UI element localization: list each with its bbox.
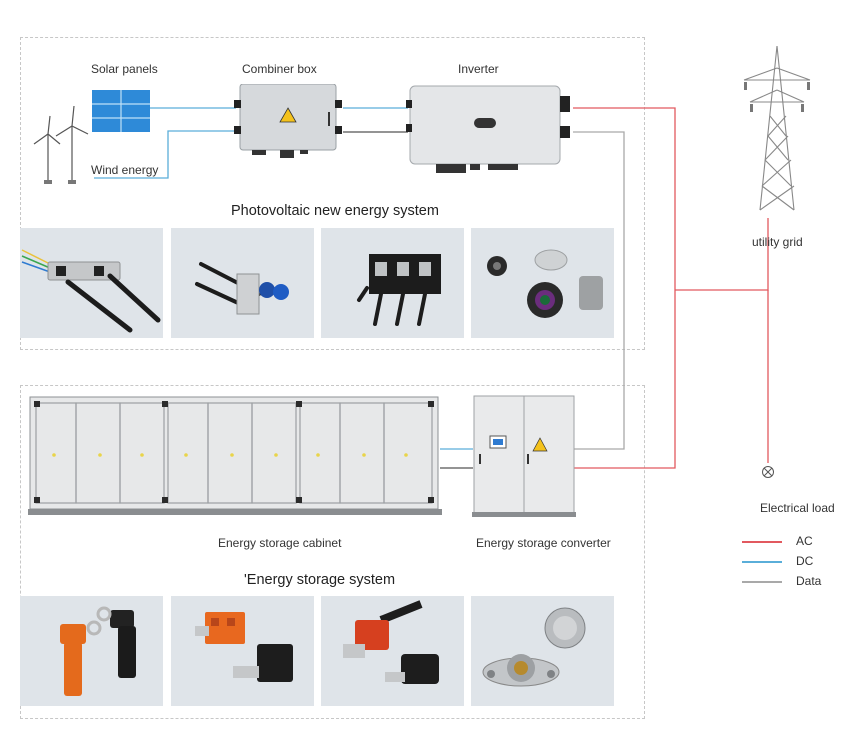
combiner-box-icon [234,84,342,158]
energy-storage-converter-icon [472,395,576,517]
inverter-icon [406,85,570,173]
wind-turbine-icon [33,105,89,184]
legend-swatch [742,581,782,583]
legend-swatch [742,561,782,563]
combiner-box-label: Combiner box [242,62,317,76]
electrical-load-icon [762,466,774,478]
product-image-metal-flange-connectors [471,596,614,706]
energy-storage-converter-label: Energy storage converter [476,536,611,550]
legend-label: AC [796,534,813,548]
inverter-label: Inverter [458,62,499,76]
product-image-pv-branch-connector [20,228,163,338]
product-image-pv-panel-mount-connector [171,228,314,338]
legend-swatch [742,541,782,543]
product-image-orange-panel-connector [171,596,314,706]
energy-storage-cabinet-icon [28,396,442,515]
storage-system-region [20,385,645,719]
product-image-terminal-block [321,228,464,338]
solar-panel-icon [92,90,150,132]
product-image-orange-black-angled-connectors [20,596,163,706]
energy-storage-cabinet-label: Energy storage cabinet [218,536,342,550]
transmission-tower-icon [743,46,811,211]
storage-system-title: 'Energy storage system [244,572,396,588]
electrical-load-label: Electrical load [760,501,835,515]
solar-panels-label: Solar panels [91,62,158,76]
utility-grid-label: utility grid [752,235,803,249]
pv-system-region [20,37,645,350]
legend-label: Data [796,574,822,588]
pv-system-title: Photovoltaic new energy system [231,203,439,219]
product-image-cable-glands-and-vents [471,228,614,338]
product-image-red-plug-connector [321,596,464,706]
wind-energy-label: Wind energy [91,163,159,177]
legend-label: DC [796,554,814,568]
